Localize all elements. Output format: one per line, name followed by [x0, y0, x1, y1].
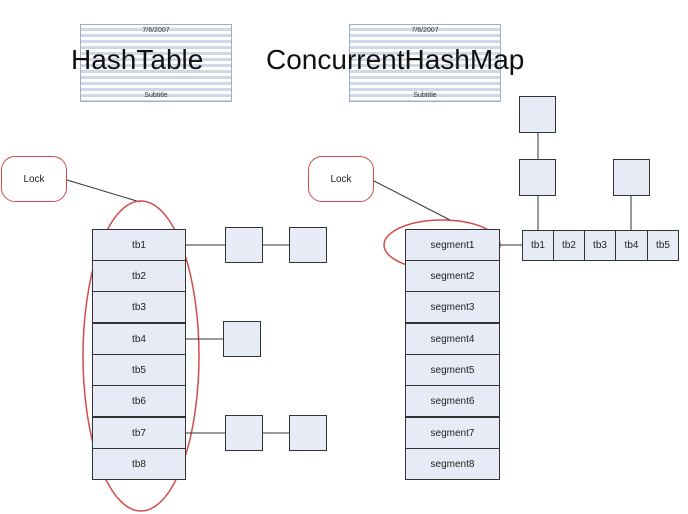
segment-bucket: tb1: [522, 230, 554, 261]
segment: segment4: [405, 323, 500, 355]
slide-thumbnail-right: 7/6/2007 Subtitle: [349, 24, 501, 102]
concurrent-lock-connector: [373, 180, 451, 221]
segment: segment2: [405, 260, 500, 292]
title-hashtable: HashTable: [71, 44, 204, 75]
hashtable-bucket: tb6: [92, 385, 186, 417]
segment: segment1: [405, 229, 500, 261]
title-concurrenthashmap: ConcurrentHashMap: [266, 44, 525, 75]
segment: segment7: [405, 417, 500, 449]
thumbnail-subtitle: Subtitle: [413, 92, 437, 99]
segment-bucket: tb2: [553, 230, 585, 261]
segment-bucket: tb4: [615, 230, 648, 261]
chain-node: [289, 415, 327, 451]
chain-node: [519, 159, 556, 196]
chain-node: [289, 227, 327, 263]
hashtable-lock-connector: [66, 179, 141, 203]
concurrent-lock: Lock: [308, 156, 374, 202]
hashtable-bucket: tb8: [92, 448, 186, 480]
hashtable-bucket: tb2: [92, 260, 186, 292]
chain-node: [225, 415, 263, 451]
thumbnail-date: 7/6/2007: [142, 27, 170, 34]
chain-node: [223, 321, 261, 357]
chain-node: [613, 159, 650, 196]
segment-bucket: tb5: [647, 230, 679, 261]
slide-thumbnail-left: 7/6/2007 Subtitle: [80, 24, 232, 102]
hashtable-bucket: tb4: [92, 323, 186, 355]
hashtable-lock: Lock: [1, 156, 67, 202]
segment-bucket: tb3: [584, 230, 616, 261]
thumbnail-subtitle: Subtitle: [144, 92, 168, 99]
segment: segment3: [405, 291, 500, 323]
chain-node: [519, 96, 556, 133]
hashtable-bucket: tb3: [92, 291, 186, 323]
chain-node: [225, 227, 263, 263]
hashtable-bucket: tb7: [92, 417, 186, 449]
hashtable-lock-ellipse: [82, 200, 200, 512]
segment: segment5: [405, 354, 500, 386]
segment: segment8: [405, 448, 500, 480]
hashtable-bucket: tb5: [92, 354, 186, 386]
hashtable-bucket: tb1: [92, 229, 186, 261]
thumbnail-date: 7/6/2007: [411, 27, 439, 34]
segment: segment6: [405, 385, 500, 417]
